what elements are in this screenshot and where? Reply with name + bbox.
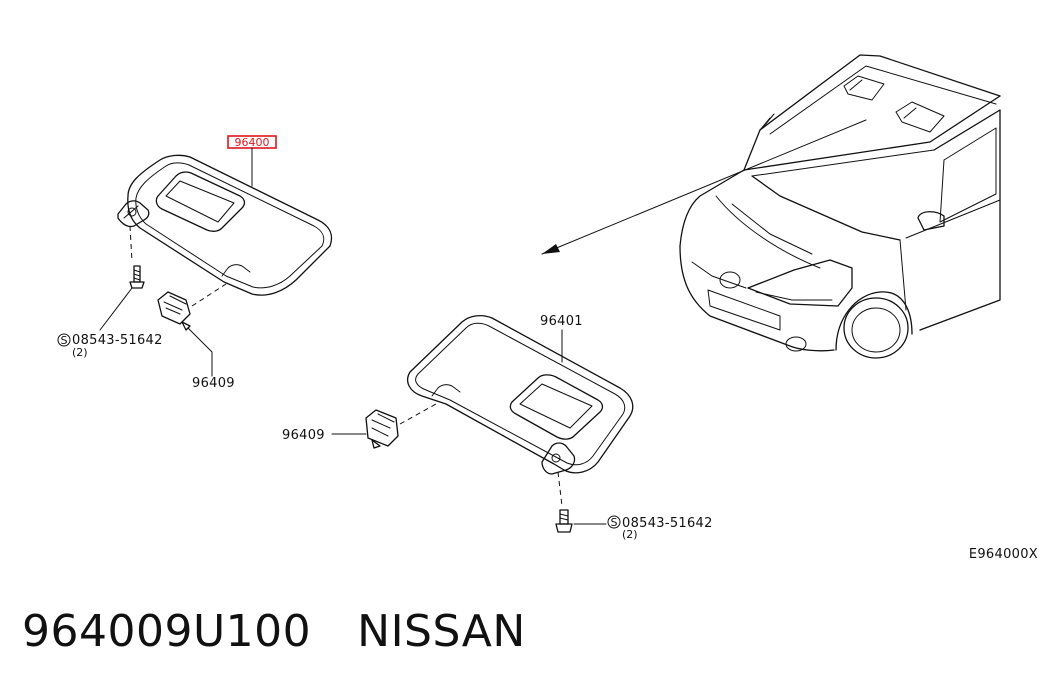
label-96409-left: 96409 [192,376,235,391]
part-number: 964009U100 [22,605,312,657]
brand-name: NISSAN [357,605,526,657]
screw-symbol-left: S [61,334,68,347]
screw-left-label: S 08543-51642 (2) [57,333,163,359]
label-screw-left: 08543-51642 [72,333,163,348]
label-96401: 96401 [540,314,583,329]
screw-symbol-right: S [611,516,618,529]
screw-right-label: S 08543-51642 (2) [607,515,713,541]
label-screw-left-qty: (2) [72,346,88,359]
vehicle-illustration [679,54,1001,359]
label-96409-right: 96409 [282,428,325,443]
part-caption: 964009U100 NISSAN [22,596,526,666]
label-96400-highlight[interactable]: 96400 [227,135,277,149]
sun-visor-left[interactable] [117,154,333,296]
label-screw-right-qty: (2) [622,528,638,541]
parts-diagram: 96400 S 08543-51642 (2) 96409 96401 [57,54,1038,562]
screw-right[interactable] [555,471,573,533]
visor-holder-left[interactable] [157,291,191,331]
sun-visor-right[interactable] [407,315,634,475]
label-screw-right: 08543-51642 [622,516,713,531]
visor-holder-right[interactable] [365,409,399,449]
label-96400: 96400 [235,136,270,149]
screw-left[interactable] [129,225,145,289]
diagram-code: E964000X [969,547,1038,562]
